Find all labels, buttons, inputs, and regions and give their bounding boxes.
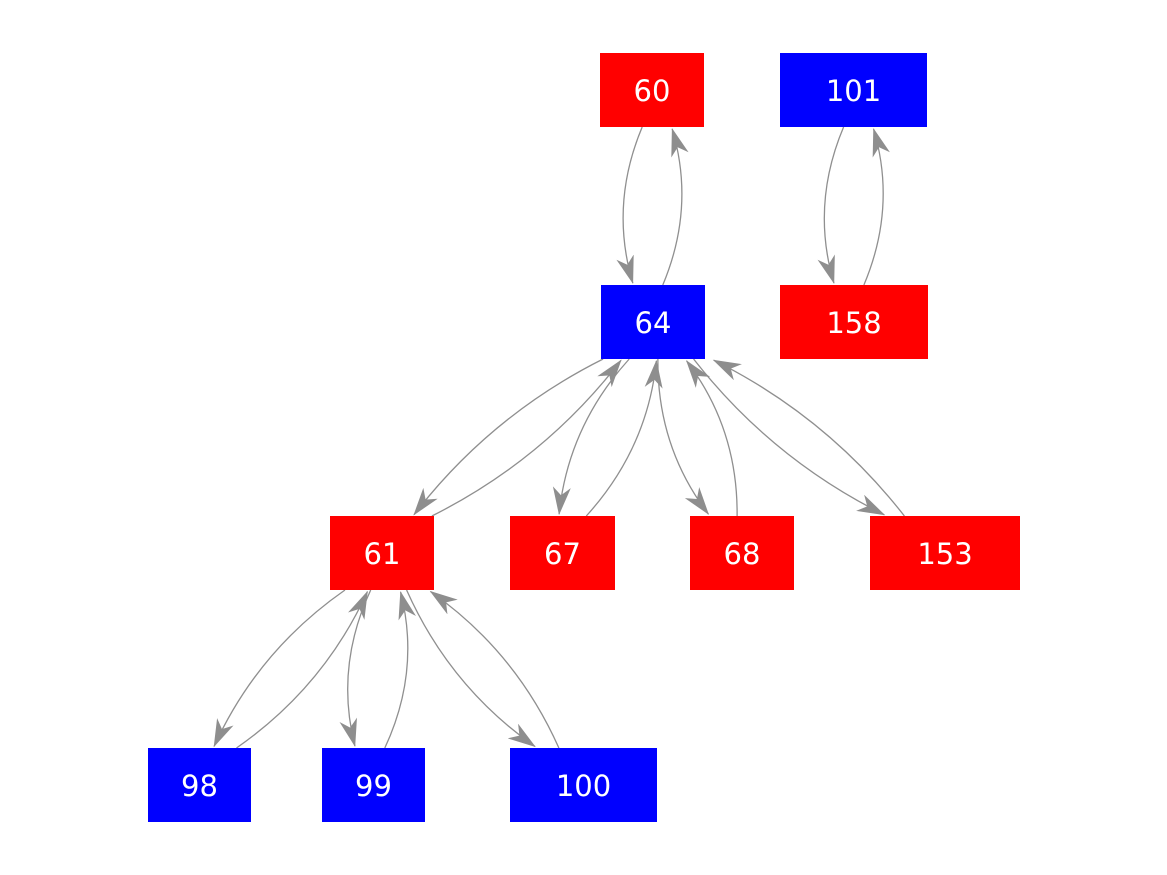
edge-61-99 [339,589,372,747]
edge-60-64 [616,126,643,284]
edge-67-64 [585,359,663,517]
edge-158-101 [863,128,890,286]
node-99-label: 99 [355,769,392,803]
node-101: 101 [780,53,927,127]
node-100-label: 100 [556,769,611,803]
node-67: 67 [510,516,615,590]
edge-61-98 [213,589,346,748]
node-98: 98 [148,748,251,822]
node-158-label: 158 [826,306,881,340]
edge-61-100 [406,589,536,748]
node-158-box [780,285,928,359]
edge-68-64 [685,360,738,517]
edge-100-61 [429,590,560,749]
edge-64-67 [552,358,630,516]
edge-99-61 [384,591,416,749]
edge-64-153 [693,358,886,516]
node-68: 68 [690,516,794,590]
node-64-label: 64 [635,306,672,340]
node-61-label: 61 [364,537,401,571]
edge-64-61 [413,358,604,516]
node-101-box [780,53,927,127]
node-67-label: 67 [544,537,581,571]
node-layer: 60 101 64 158 61 67 68 153 98 99 100 [148,53,1020,822]
edge-64-68 [657,358,710,515]
node-99: 99 [322,748,425,822]
edge-61-64 [431,359,622,517]
node-153-label: 153 [917,537,972,571]
node-101-label: 101 [826,74,881,108]
node-60: 60 [600,53,704,127]
edge-101-158 [817,126,845,284]
node-99-box [322,748,425,822]
node-64-box [601,285,705,359]
node-64: 64 [601,285,705,359]
edge-153-64 [712,359,905,517]
node-67-box [510,516,615,590]
node-68-label: 68 [724,537,761,571]
edge-98-61 [236,590,368,749]
node-100: 100 [510,748,657,822]
node-61: 61 [330,516,434,590]
node-100-box [510,748,657,822]
edge-layer [213,126,905,749]
node-61-box [330,516,434,590]
node-98-box [148,748,251,822]
edge-64-60 [662,128,689,286]
node-68-box [690,516,794,590]
node-60-label: 60 [634,74,671,108]
node-153-box [870,516,1020,590]
node-158: 158 [780,285,928,359]
node-153: 153 [870,516,1020,590]
node-98-label: 98 [181,769,218,803]
node-60-box [600,53,704,127]
